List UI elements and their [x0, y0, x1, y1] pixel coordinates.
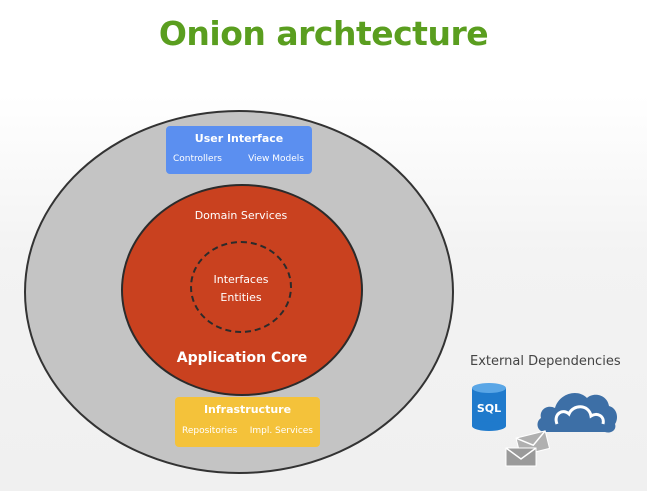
- infrastructure-box: Infrastructure Repositories Impl. Servic…: [175, 397, 320, 447]
- impl-services-label: Impl. Services: [249, 426, 313, 436]
- user-interface-box: User Interface Controllers View Models: [166, 126, 312, 174]
- mail-icon: [504, 430, 551, 470]
- repositories-label: Repositories: [182, 426, 238, 436]
- interfaces-label: Interfaces: [213, 273, 269, 286]
- controllers-label: Controllers: [173, 154, 222, 164]
- domain-services-label: Domain Services: [194, 209, 288, 222]
- infrastructure-title: Infrastructure: [203, 403, 292, 416]
- cloud-icon: [535, 384, 619, 436]
- entities-label: Entities: [220, 291, 262, 304]
- diagram-title: Onion archtecture: [158, 14, 489, 53]
- domain-model-circle: [190, 241, 292, 333]
- database-icon: SQL: [471, 382, 507, 432]
- user-interface-title: User Interface: [194, 132, 284, 145]
- external-dependencies-label: External Dependencies: [470, 354, 621, 369]
- view-models-label: View Models: [248, 154, 304, 164]
- application-core-label: Application Core: [176, 350, 308, 366]
- sql-label: SQL: [476, 402, 502, 415]
